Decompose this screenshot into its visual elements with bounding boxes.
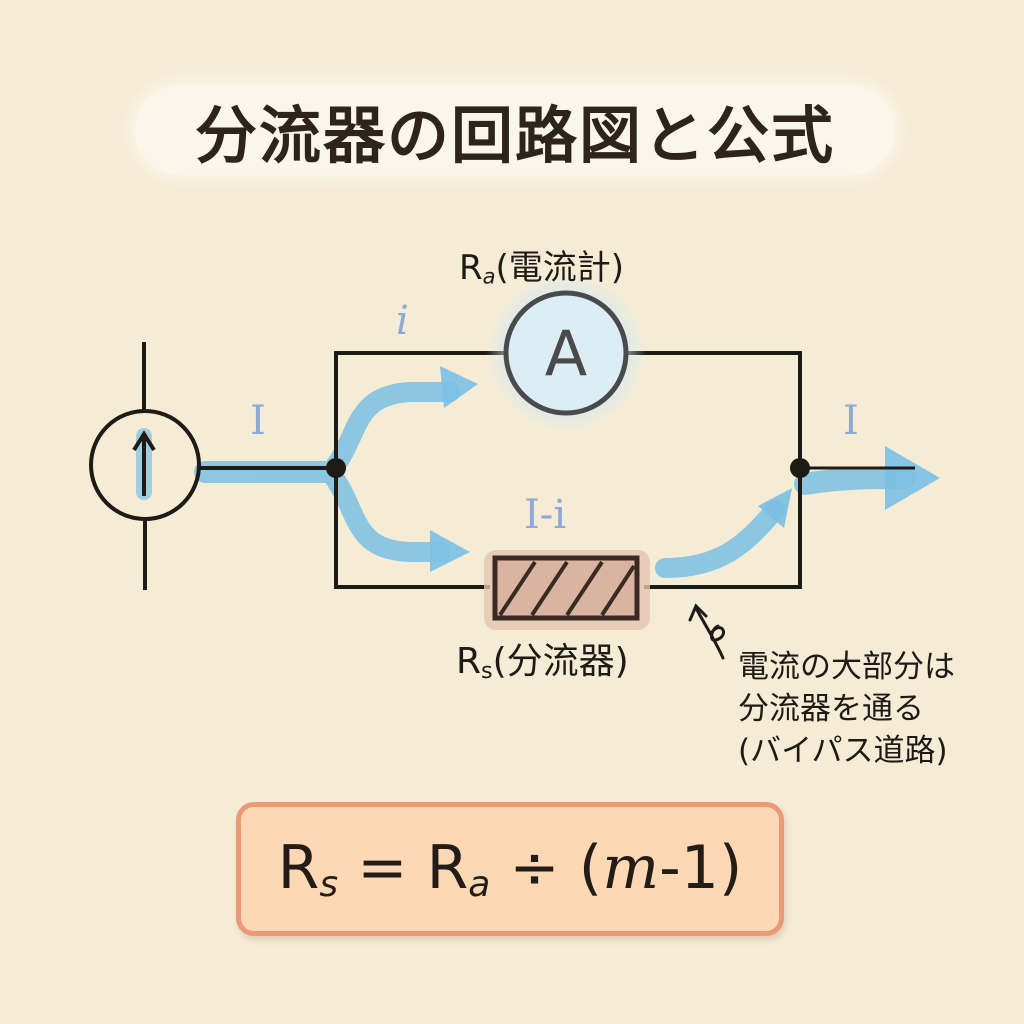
formula-rhs-sub: a [468,863,491,905]
formula-equals: = [357,833,408,904]
shunt-label-sub: s [481,657,493,684]
formula-open-paren: ( [578,833,603,904]
flow-upper-branch [320,382,460,482]
current-label-shunt-branch: I-i [524,492,567,538]
ammeter-label-suffix: (電流計) [495,248,625,288]
current-label-ammeter-branch: i [396,298,409,344]
flow-output-arrowhead [885,446,940,510]
formula-divide: ÷ [509,833,560,904]
annotation-line: (バイパス道路) [738,733,948,769]
formula-close-paren: ) [718,833,743,904]
page-title: 分流器の回路図と公式 [194,99,835,172]
shunt-resistor [484,550,650,630]
junction-left [326,458,346,478]
flow-lower-arrowhead [430,530,470,572]
ammeter: A [486,273,646,433]
formula-minus-one: -1 [659,833,719,904]
shunt-label: Rs(分流器) [456,632,629,684]
current-label-output: I [843,398,859,444]
current-source [89,342,201,590]
formula-box: Rs = Ra ÷ (m-1) [236,802,784,936]
annotation-arrow-icon [688,603,725,660]
annotation-note: 電流の大部分は 分流器を通る (バイパス道路) [738,646,955,772]
current-label-input: I [250,398,266,444]
current-flow-arrows [194,382,916,578]
wires [199,351,915,589]
formula-variable: m [602,833,660,904]
title-banner: 分流器の回路図と公式 [135,85,895,175]
formula-lhs-sub: s [319,863,339,905]
annotation-line: 分流器を通る [738,691,924,727]
ammeter-label: Ra(電流計) [459,240,624,289]
ammeter-symbol: A [545,317,587,390]
junction-right [790,458,810,478]
shunt-label-suffix: (分流器) [492,641,629,682]
flow-lower-branch [320,462,450,562]
shunt-label-main: R [456,641,482,682]
formula-rhs: R [426,833,469,904]
flow-upper-arrowhead [440,366,478,408]
ammeter-label-sub: a [482,263,496,289]
ammeter-label-main: R [459,248,483,288]
formula: Rs = Ra ÷ (m-1) [278,833,743,905]
flow-shunt-out [655,500,785,578]
annotation-line: 電流の大部分は [738,649,955,685]
formula-lhs: R [277,833,320,904]
flow-shunt-arrowhead [758,488,792,528]
